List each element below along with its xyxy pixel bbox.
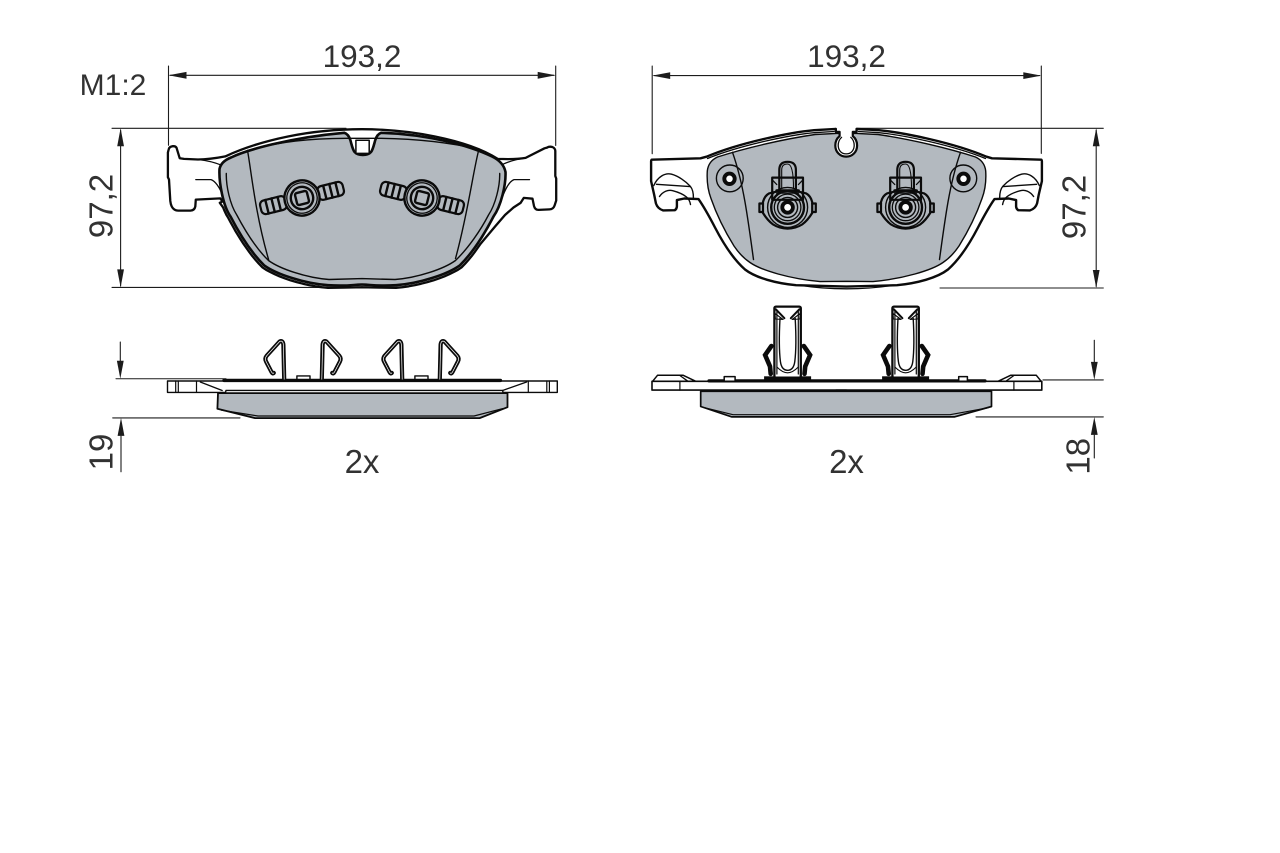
svg-text:18: 18: [1060, 438, 1097, 475]
svg-text:97,2: 97,2: [83, 174, 120, 238]
svg-text:2x: 2x: [345, 443, 380, 480]
svg-text:193,2: 193,2: [807, 38, 886, 74]
svg-text:97,2: 97,2: [1056, 175, 1093, 239]
svg-text:193,2: 193,2: [323, 38, 402, 74]
svg-text:2x: 2x: [829, 443, 864, 480]
svg-text:M1:2: M1:2: [80, 69, 147, 102]
svg-text:19: 19: [83, 434, 120, 471]
